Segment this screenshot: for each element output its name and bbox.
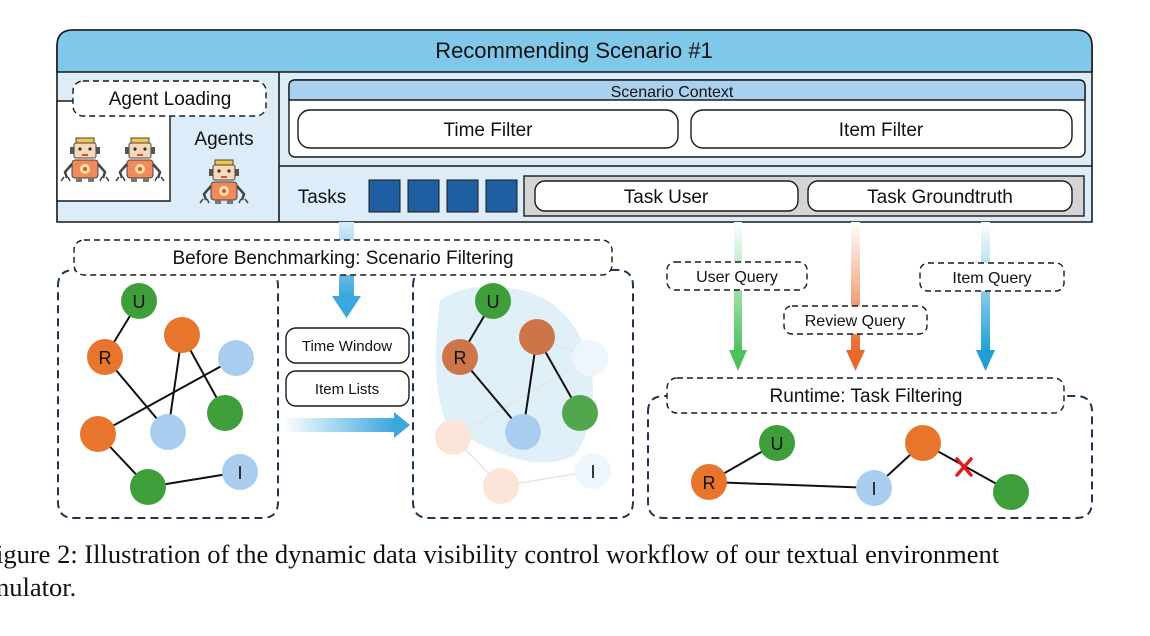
runtime-frame [647, 395, 1093, 519]
filter-right-arrow-head [394, 412, 410, 438]
graph-node [759, 425, 795, 461]
graph-node [80, 416, 116, 452]
review-query-box [783, 305, 928, 335]
agents-label: Agents [194, 129, 253, 150]
task-square [407, 179, 440, 213]
node-label-u: U [133, 292, 146, 312]
time-filter-box [297, 109, 679, 149]
graph-node [856, 470, 892, 506]
graph-node [222, 454, 258, 490]
graph-node [121, 283, 157, 319]
graph-node [505, 414, 541, 450]
node-label-i: I [590, 462, 595, 482]
task-square [368, 179, 401, 213]
figure-caption: igure 2: Illustration of the dynamic dat… [0, 538, 1150, 604]
graph-node [993, 474, 1029, 510]
graph-node [905, 425, 941, 461]
before-benchmarking-box [73, 239, 613, 276]
graph-node [442, 339, 478, 375]
item-filter-label: Item Filter [839, 120, 924, 141]
graph-node-faded [572, 340, 608, 376]
filter-right-arrow [283, 418, 395, 432]
runtime-title: Runtime: Task Filtering [770, 386, 963, 407]
node-label-u: U [771, 434, 784, 454]
blocked-edge-x-icon [955, 457, 973, 477]
agent-loading-box [72, 80, 267, 117]
graph-node [519, 319, 555, 355]
user-query-label: User Query [696, 269, 778, 286]
user-query-arrow-head [729, 350, 747, 371]
graph-node-faded [435, 419, 471, 455]
graph-node [691, 464, 727, 500]
graph-node [218, 340, 254, 376]
task-square [485, 179, 518, 213]
graph-node-faded [483, 468, 519, 504]
task-groundtruth-label: Task Groundtruth [867, 187, 1013, 208]
graph-node [475, 283, 511, 319]
node-label-i: I [237, 463, 242, 483]
item-query-arrow-head [976, 350, 995, 371]
scenario-context-title: Scenario Context [611, 84, 734, 101]
graph-node [164, 317, 200, 353]
graph-node [130, 469, 166, 505]
graph-node [150, 414, 186, 450]
node-label-u: U [487, 292, 500, 312]
scenario-context-bar [288, 79, 1086, 101]
time-window-label: Time Window [302, 338, 392, 355]
task-user-box [534, 180, 799, 212]
item-query-box [919, 262, 1065, 292]
graph-node [207, 395, 243, 431]
scenario-header [56, 29, 1093, 73]
task-square [446, 179, 479, 213]
graph-node-faded [575, 453, 611, 489]
review-query-arrow-head [846, 350, 865, 371]
benchmark-down-arrow-head [332, 296, 361, 318]
task-groundtruth-box [807, 180, 1073, 212]
node-label-i: I [871, 479, 876, 499]
before-benchmarking-title: Before Benchmarking: Scenario Filtering [172, 248, 513, 269]
workflow-diagram: Recommending Scenario #1 Agent Loading A… [56, 29, 1093, 519]
scenario-title: Recommending Scenario #1 [435, 38, 713, 63]
tasks-label: Tasks [298, 187, 347, 208]
item-lists-box [285, 370, 410, 407]
user-query-box [666, 261, 808, 291]
item-query-label: Item Query [952, 270, 1031, 287]
item-lists-label: Item Lists [315, 381, 379, 398]
graph-node [87, 339, 123, 375]
original-graph-frame [57, 269, 279, 519]
runtime-title-box [666, 377, 1065, 414]
node-label-r: R [703, 473, 716, 493]
node-label-r: R [99, 348, 112, 368]
graph-node [562, 395, 598, 431]
time-filter-label: Time Filter [443, 120, 533, 141]
review-query-label: Review Query [805, 313, 905, 330]
caption-line-2: nulator. [0, 572, 77, 602]
time-window-box [285, 327, 410, 364]
task-user-label: Task User [624, 187, 709, 208]
node-label-r: R [454, 348, 467, 368]
review-query-arrow [851, 222, 860, 352]
caption-line-1: igure 2: Illustration of the dynamic dat… [0, 539, 1000, 569]
item-filter-box [690, 109, 1073, 149]
agent-loading-label: Agent Loading [109, 89, 232, 110]
